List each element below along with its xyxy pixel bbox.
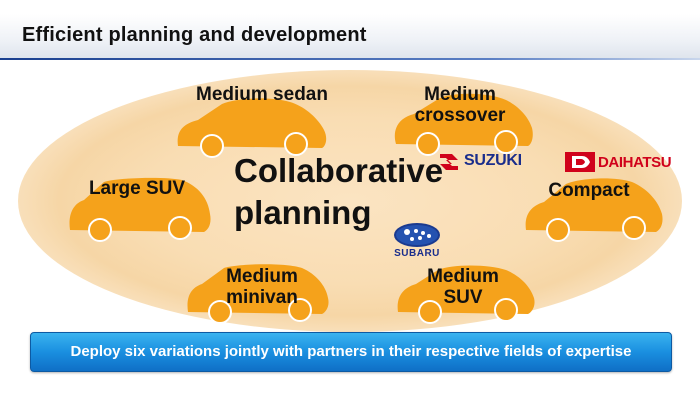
daihatsu-logo-icon — [565, 152, 595, 172]
vehicle-label-line: Medium — [427, 266, 499, 287]
daihatsu-logo: DAIHATSU — [564, 150, 672, 174]
suzuki-logo: SUZUKI — [436, 148, 522, 174]
vehicle-label-medium-minivan: Medium minivan — [204, 266, 320, 308]
vehicle-label-line: Compact — [548, 180, 630, 201]
page-title: Efficient planning and development — [22, 24, 367, 46]
vehicle-label-medium-suv: Medium SUV — [418, 266, 508, 308]
daihatsu-wordmark: DAIHATSU — [598, 153, 672, 171]
vehicle-label-line: Large SUV — [88, 178, 186, 199]
car-silhouette-icon — [182, 262, 334, 324]
car-silhouette-icon — [392, 264, 538, 324]
vehicle-label-medium-crossover: Medium crossover — [398, 84, 522, 126]
subaru-logo-icon — [394, 223, 440, 247]
vehicle-label-line: Medium sedan — [196, 84, 328, 105]
vehicle-label-medium-sedan: Medium sedan — [180, 84, 344, 105]
title-divider — [0, 58, 700, 60]
vehicle-label-line: minivan — [226, 287, 298, 308]
vehicle-label-line: SUV — [443, 287, 483, 308]
subaru-wordmark: SUBARU — [394, 248, 440, 259]
car-silhouette-icon — [520, 176, 666, 242]
vehicle-label-large-suv: Large SUV — [78, 178, 196, 199]
center-line: planning — [234, 194, 372, 231]
vehicle-label-line: Medium — [226, 266, 298, 287]
title-bar — [0, 14, 700, 60]
car-silhouette-icon — [64, 176, 214, 242]
vehicle-label-compact: Compact — [532, 180, 646, 201]
vehicle-label-line: Medium — [424, 84, 496, 105]
car-silhouette-icon — [388, 92, 536, 156]
suzuki-logo-icon — [440, 154, 458, 170]
footer-banner: Deploy six variations jointly with partn… — [30, 332, 672, 372]
car-silhouette-icon — [172, 96, 330, 158]
vehicle-label-line: crossover — [414, 105, 506, 126]
center-line: Collaborative — [234, 152, 444, 189]
suzuki-wordmark: SUZUKI — [464, 152, 522, 169]
collaborative-planning-heading: Collaborative planning — [234, 150, 443, 234]
footer-text: Deploy six variations jointly with partn… — [70, 343, 632, 360]
